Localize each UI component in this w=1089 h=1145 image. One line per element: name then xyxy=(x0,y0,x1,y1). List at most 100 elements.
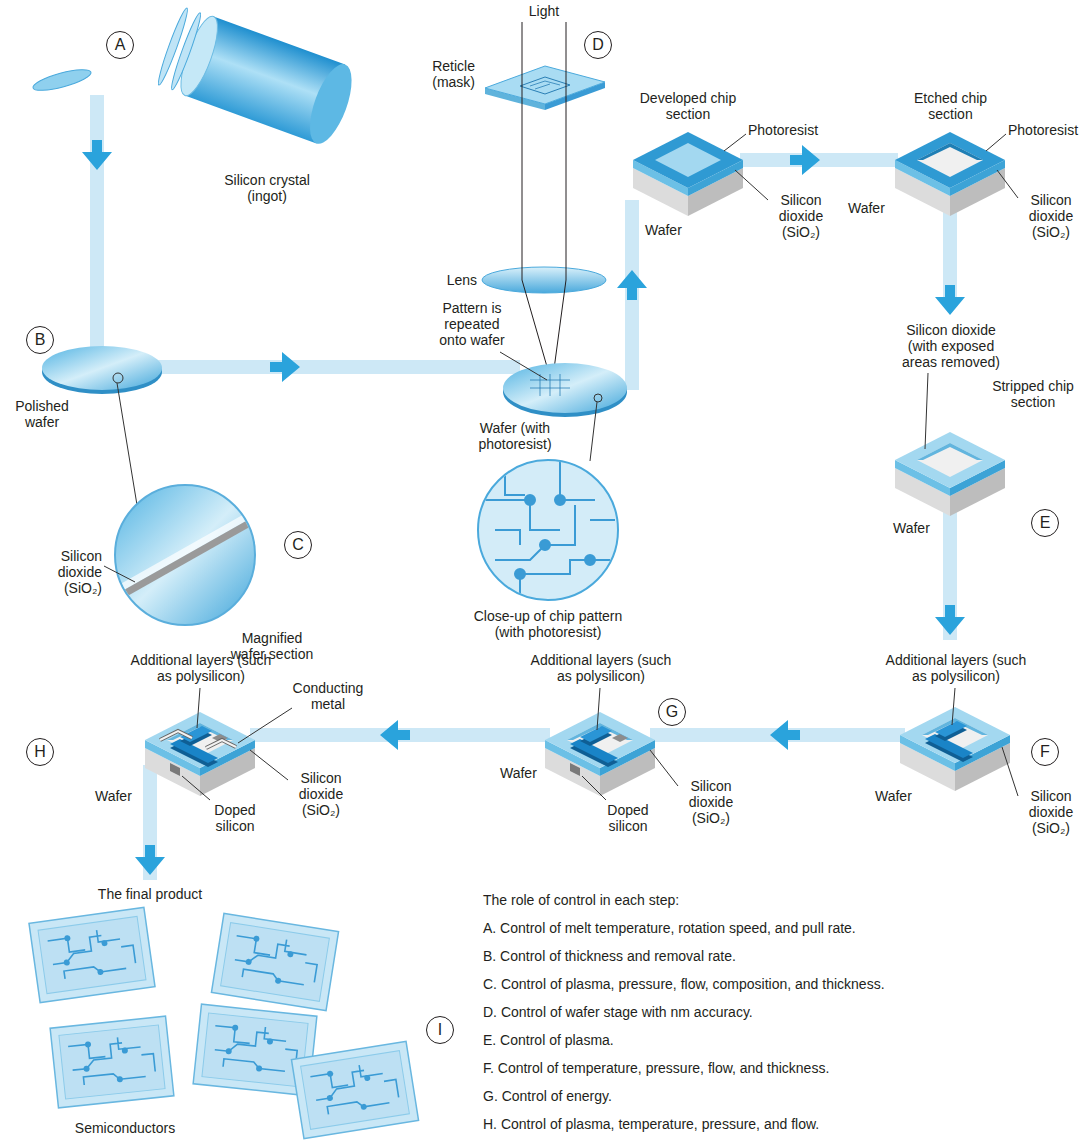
silicon-ingot xyxy=(31,65,93,94)
polished-wafer xyxy=(42,346,162,505)
part-label: Stripped chip section xyxy=(985,378,1081,410)
magnified-section xyxy=(110,504,262,598)
part-label: Silicon dioxide (SiO₂) xyxy=(40,548,102,596)
magnified-section xyxy=(104,485,262,625)
silicon-ingot xyxy=(155,6,360,149)
photoresist-wafer xyxy=(500,352,547,380)
flow-bands xyxy=(90,95,104,365)
part-label: Close-up of chip pattern (with photoresi… xyxy=(463,608,633,640)
flow-arrows xyxy=(790,145,820,175)
part-label: Silicon dioxide (SiO₂) xyxy=(680,778,742,826)
part-label: Wafer xyxy=(875,788,917,804)
semiconductor-chips xyxy=(211,913,338,1010)
semiconductor-chips xyxy=(29,907,155,1002)
step-letter: G xyxy=(666,703,678,721)
step-circle: F xyxy=(1031,738,1059,766)
part-label: The final product xyxy=(85,886,215,902)
chip-pattern-closeup xyxy=(515,569,525,579)
part-label: Pattern is repeated onto wafer xyxy=(432,300,512,348)
part-label: Doped silicon xyxy=(598,802,658,834)
part-label: Wafer xyxy=(848,200,893,216)
part-label: Photoresist xyxy=(1008,122,1080,138)
leader-lines xyxy=(197,688,200,728)
metal-chip xyxy=(145,712,255,768)
magnified-section xyxy=(104,566,135,582)
part-label: Silicon dioxide (SiO₂) xyxy=(770,192,832,240)
step-circle: G xyxy=(658,698,686,726)
layered-chip xyxy=(900,707,1010,763)
silicon-ingot xyxy=(301,59,360,149)
part-label: Light xyxy=(519,3,569,19)
step-circle: D xyxy=(584,31,612,59)
control-note: H. Control of plasma, temperature, press… xyxy=(483,1116,819,1132)
part-label: Lens xyxy=(437,272,477,288)
part-label: Additional layers (such as polysilicon) xyxy=(130,652,272,684)
step-letter: A xyxy=(115,36,126,54)
layered-chip xyxy=(925,721,973,762)
part-label: Silicon dioxide (with exposed areas remo… xyxy=(895,322,1007,370)
reticle xyxy=(485,66,605,104)
photoresist-wafer xyxy=(503,363,627,413)
step-circle: A xyxy=(106,31,134,59)
flow-arrows xyxy=(770,720,800,750)
light-rays xyxy=(522,22,523,280)
control-note: B. Control of thickness and removal rate… xyxy=(483,948,736,964)
silicon-ingot xyxy=(31,6,360,149)
layered-chip xyxy=(900,707,1010,791)
magnified-section xyxy=(110,504,262,606)
part-label: Conducting metal xyxy=(288,680,368,712)
control-note: C. Control of plasma, pressure, flow, co… xyxy=(483,976,885,992)
lens xyxy=(482,267,606,293)
leader-lines xyxy=(582,776,606,800)
flow-bands xyxy=(90,95,957,880)
chip-pattern-closeup xyxy=(540,540,550,550)
light-rays xyxy=(566,22,567,280)
step-circle: B xyxy=(26,326,54,354)
leader-lines xyxy=(997,170,1018,198)
flow-bands xyxy=(100,360,520,374)
control-note: G. Control of energy. xyxy=(483,1088,612,1104)
flow-arrows xyxy=(617,270,647,300)
leader-lines xyxy=(250,750,288,780)
part-label: Photoresist xyxy=(748,122,823,138)
chip-pattern-closeup xyxy=(585,555,595,565)
chip-pattern-closeup xyxy=(478,460,618,600)
leader-lines xyxy=(650,750,678,786)
part-label: Etched chip section xyxy=(908,90,993,122)
control-note: E. Control of plasma. xyxy=(483,1032,614,1048)
polished-wafer xyxy=(117,383,137,505)
leader-lines xyxy=(182,134,1018,800)
part-label: Wafer xyxy=(95,788,137,804)
control-note: D. Control of wafer stage with nm accura… xyxy=(483,1004,753,1020)
step-circle: E xyxy=(1031,509,1059,537)
light-rays xyxy=(522,22,566,384)
leader-lines xyxy=(597,688,600,730)
flow-arrows xyxy=(270,352,300,382)
part-label: Developed chip section xyxy=(633,90,743,122)
flow-arrows xyxy=(135,845,165,875)
part-label: Wafer xyxy=(893,520,935,536)
leader-lines xyxy=(238,708,292,743)
step-circle: C xyxy=(284,531,312,559)
step-letter: I xyxy=(438,1021,442,1039)
leader-lines xyxy=(925,373,928,449)
step-circle: I xyxy=(426,1016,454,1044)
leader-lines xyxy=(952,688,955,725)
part-label: Silicon dioxide (SiO₂) xyxy=(1020,192,1082,240)
etched-chip xyxy=(895,132,1005,188)
flow-arrows xyxy=(82,140,965,875)
step-letter: E xyxy=(1040,514,1051,532)
flow-arrows xyxy=(380,720,410,750)
stripped-chip xyxy=(895,432,1005,488)
step-letter: H xyxy=(34,743,46,761)
part-label: Additional layers (such as polysilicon) xyxy=(885,652,1027,684)
reticle xyxy=(530,81,560,89)
photoresist-wafer xyxy=(590,402,597,461)
chip-pattern-closeup xyxy=(478,460,618,600)
photoresist-wafer xyxy=(594,394,602,402)
part-label: Reticle (mask) xyxy=(400,58,475,90)
semiconductor-chips xyxy=(291,1041,418,1138)
doped-chip xyxy=(570,734,628,776)
part-label: Wafer xyxy=(500,765,542,781)
